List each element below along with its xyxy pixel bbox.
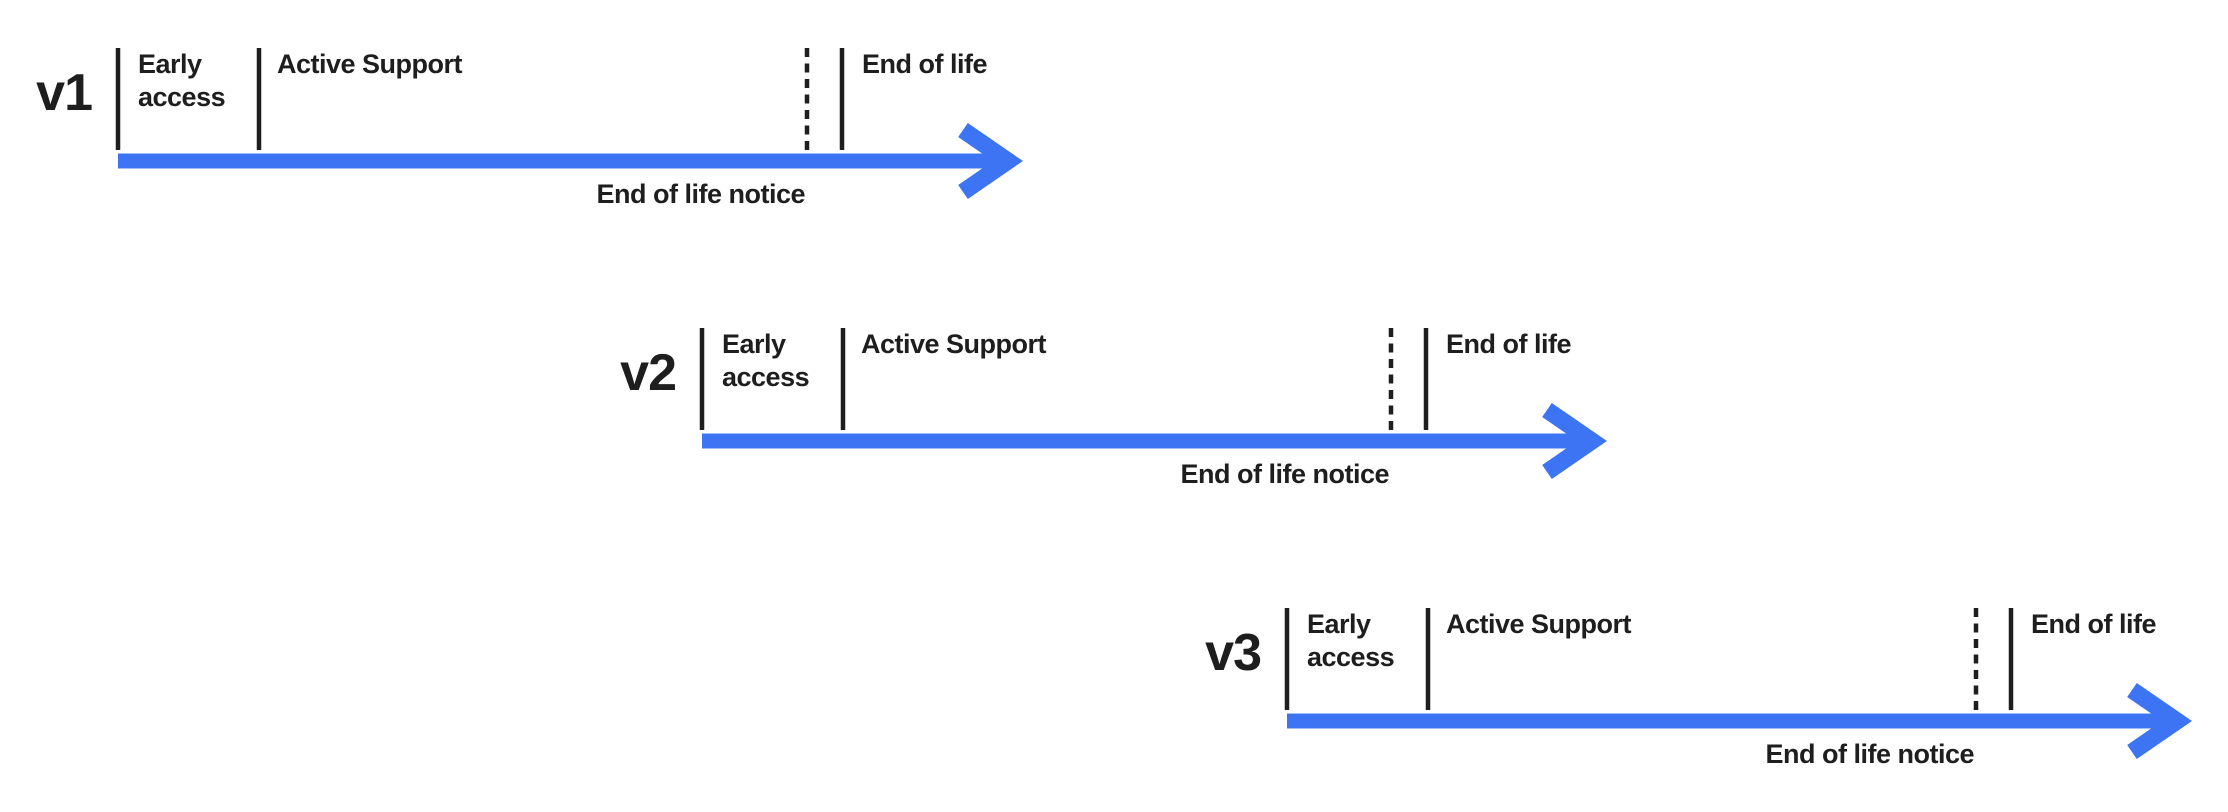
active-support-label: Active Support <box>277 49 463 79</box>
early-access-label-line1: Early <box>722 329 786 359</box>
early-access-label-line2: access <box>1307 642 1394 672</box>
timeline-arrow <box>1287 683 2192 759</box>
timeline-v3: v3 Early access Active Support End of li… <box>1187 588 2197 788</box>
end-of-life-notice-label: End of life notice <box>1765 739 1974 769</box>
early-access-label-line1: Early <box>138 49 202 79</box>
timeline-arrow <box>702 403 1607 479</box>
arrow-head-icon <box>958 123 1023 199</box>
end-of-life-notice-label: End of life notice <box>596 179 805 209</box>
timeline-v2-graphic: v2 Early access Active Support End of li… <box>620 328 1607 489</box>
end-of-life-notice-label: End of life notice <box>1180 459 1389 489</box>
early-access-label-line2: access <box>722 362 809 392</box>
version-label: v2 <box>620 344 676 402</box>
end-of-life-label: End of life <box>1446 329 1571 359</box>
early-access-label-line1: Early <box>1307 609 1371 639</box>
timeline-v1: v1 Early access Active Support End of li… <box>18 28 1028 228</box>
end-of-life-label: End of life <box>2031 609 2156 639</box>
version-label: v3 <box>1205 624 1261 682</box>
timeline-v3-graphic: v3 Early access Active Support End of li… <box>1205 608 2192 769</box>
timeline-arrow <box>118 123 1023 199</box>
active-support-label: Active Support <box>1446 609 1632 639</box>
early-access-label-line2: access <box>138 82 225 112</box>
timeline-v1-graphic: v1 Early access Active Support End of li… <box>36 48 1023 209</box>
version-label: v1 <box>36 64 92 122</box>
arrow-head-icon <box>2127 683 2192 759</box>
end-of-life-label: End of life <box>862 49 987 79</box>
arrow-head-icon <box>1542 403 1607 479</box>
active-support-label: Active Support <box>861 329 1047 359</box>
timeline-v2: v2 Early access Active Support End of li… <box>602 308 1612 508</box>
